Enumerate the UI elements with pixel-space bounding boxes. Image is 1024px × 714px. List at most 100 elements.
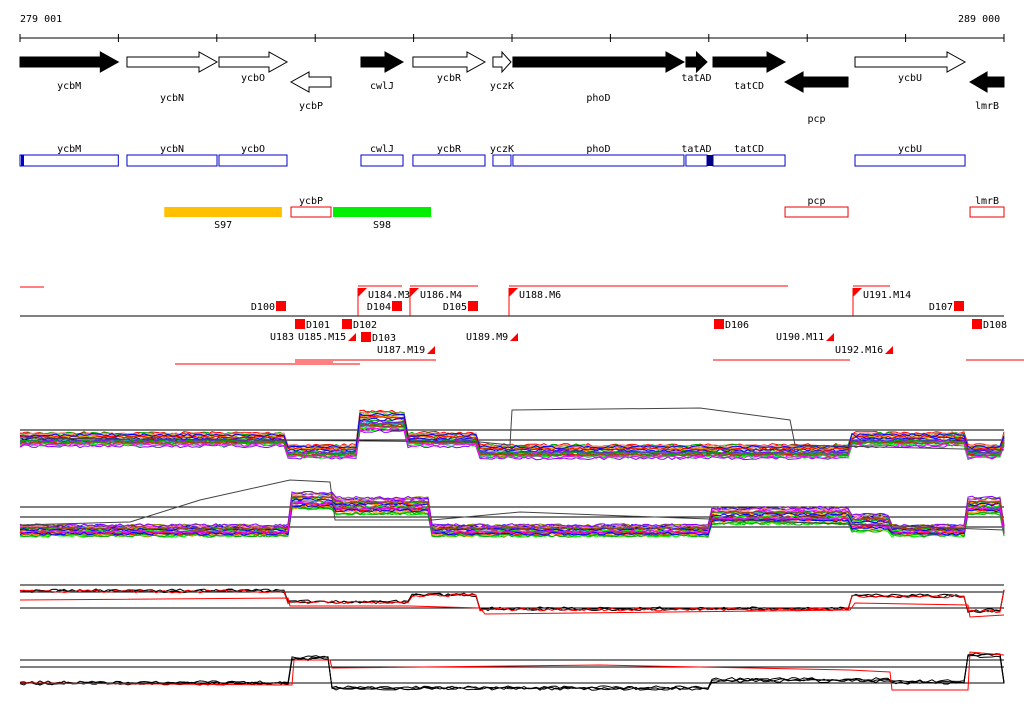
region-label-S97: S97 bbox=[214, 220, 232, 231]
feature-d101: D101 bbox=[306, 320, 330, 331]
gene-arrow-ycbO bbox=[218, 51, 289, 73]
profile2-highlight-series bbox=[19, 479, 1005, 531]
gene-label-ycbR: ycbR bbox=[437, 73, 462, 84]
feature-d108: D108 bbox=[983, 320, 1007, 331]
gene-arrow-ycbM bbox=[19, 51, 120, 73]
profile2-series bbox=[19, 493, 1005, 529]
ruler-end-label: 289 000 bbox=[958, 14, 1001, 25]
feature-d103-marker bbox=[361, 332, 371, 342]
feature-d101-marker bbox=[295, 319, 305, 329]
cds-label-ycbR: ycbR bbox=[437, 144, 462, 155]
gene-arrow-ycbU bbox=[854, 51, 967, 73]
feature-d108-marker bbox=[972, 319, 982, 329]
feature-u191-m14-marker bbox=[853, 288, 862, 297]
profile2-series bbox=[19, 502, 1005, 535]
ruler-start-label: 279 001 bbox=[20, 14, 63, 25]
feature-u187-m19: U187.M19 bbox=[377, 345, 425, 356]
feature-u188-m6: U188.M6 bbox=[519, 290, 561, 301]
feature-u192-m16-marker bbox=[885, 346, 893, 354]
gene-arrow-ycbP bbox=[289, 71, 332, 93]
feature-u188-m6-marker bbox=[509, 288, 518, 297]
profile3-highlight-series bbox=[19, 597, 1005, 618]
profile1-series bbox=[19, 420, 1005, 455]
profile4-series bbox=[19, 652, 1005, 690]
profile1-series bbox=[19, 429, 1005, 461]
gene-label-phoD: phoD bbox=[586, 93, 610, 104]
profile2-series bbox=[19, 495, 1005, 531]
region-S98 bbox=[333, 207, 432, 217]
gene-label-lmrB: lmrB bbox=[975, 101, 999, 112]
cds-label-phoD: phoD bbox=[586, 144, 610, 155]
cds-box-ycbU bbox=[854, 154, 966, 167]
feature-d106: D106 bbox=[725, 320, 749, 331]
feature-u186-m4: U186.M4 bbox=[420, 290, 462, 301]
profile1-series bbox=[19, 415, 1005, 452]
feature-u190-m11: U190.M11 bbox=[776, 332, 824, 343]
minus-label-ycbP: ycbP bbox=[299, 196, 323, 207]
cds-box-cwlJ bbox=[360, 154, 404, 167]
gene-arrow-ycbN bbox=[126, 51, 219, 73]
profile4-highlight-series bbox=[19, 651, 1005, 691]
minus-box-ycbP bbox=[290, 206, 332, 218]
gene-label-ycbO: ycbO bbox=[241, 73, 265, 84]
feature-u184-m3: U184.M3 bbox=[368, 290, 410, 301]
feature-u185-m15-marker bbox=[348, 333, 356, 341]
feature-d100-marker bbox=[276, 301, 286, 311]
cds-label-ycbM: ycbM bbox=[57, 144, 81, 155]
profile3-series bbox=[19, 589, 1005, 614]
cds-box-phoD bbox=[512, 154, 685, 167]
gene-arrow-yczK bbox=[492, 50, 512, 74]
gene-arrow-phoD bbox=[512, 51, 686, 73]
feature-d105-marker bbox=[468, 301, 478, 311]
profile2-series bbox=[19, 495, 1005, 531]
profile1-series bbox=[19, 411, 1005, 449]
gene-label-ycbN: ycbN bbox=[160, 93, 184, 104]
profile1-series bbox=[19, 422, 1005, 456]
feature-d105: D105 bbox=[443, 302, 467, 313]
gene-arrow-ycbR bbox=[412, 51, 487, 73]
feature-d107-marker bbox=[954, 301, 964, 311]
gene-label-ycbM: ycbM bbox=[57, 81, 81, 92]
minus-label-pcp: pcp bbox=[807, 196, 825, 207]
gene-label-ycbU: ycbU bbox=[898, 73, 922, 84]
minus-box-pcp bbox=[784, 206, 849, 218]
profile2-series bbox=[19, 490, 1005, 528]
gene-arrow-pcp bbox=[784, 71, 849, 93]
feature-d104-marker bbox=[392, 301, 402, 311]
cds-box-ycbM bbox=[19, 154, 119, 167]
feature-u190-m11-marker bbox=[826, 333, 834, 341]
cds-box-yczK bbox=[492, 154, 512, 167]
feature-d104: D104 bbox=[367, 302, 391, 313]
feature-u189-m9-marker bbox=[510, 333, 518, 341]
feature-d100: D100 bbox=[251, 302, 275, 313]
feature-u192-m16: U192.M16 bbox=[835, 345, 883, 356]
cds-label-tatCD: tatCD bbox=[734, 144, 764, 155]
cds-label-ycbU: ycbU bbox=[898, 144, 922, 155]
profile1-series bbox=[19, 427, 1005, 459]
gene-label-tatAD: tatAD bbox=[681, 73, 711, 84]
region-S97 bbox=[164, 207, 282, 217]
region-label-S98: S98 bbox=[373, 220, 391, 231]
gene-arrow-tatAD bbox=[685, 50, 708, 74]
gene-label-pcp: pcp bbox=[807, 114, 825, 125]
gene-label-ycbP: ycbP bbox=[299, 101, 323, 112]
cds-label-ycbN: ycbN bbox=[160, 144, 184, 155]
feature-d102-marker bbox=[342, 319, 352, 329]
feature-u185-m15: U185.M15 bbox=[298, 332, 346, 343]
profile2-series bbox=[19, 501, 1005, 535]
profile4-series bbox=[19, 654, 1005, 691]
cds-box-tatAD bbox=[685, 154, 708, 167]
gene-arrow-lmrB bbox=[969, 71, 1005, 93]
feature-d102: D102 bbox=[353, 320, 377, 331]
feature-u187-m19-marker bbox=[427, 346, 435, 354]
feature-u186-m4-marker bbox=[410, 288, 419, 297]
cds-label-ycbO: ycbO bbox=[241, 144, 265, 155]
cds-box-ycbO bbox=[218, 154, 288, 167]
cds-marker bbox=[21, 155, 24, 166]
cds-label-tatAD: tatAD bbox=[681, 144, 711, 155]
feature-u183: U183 bbox=[270, 332, 294, 343]
profile1-highlight-series bbox=[19, 407, 1005, 451]
feature-u184-m3-marker bbox=[358, 288, 367, 297]
gene-label-cwlJ: cwlJ bbox=[370, 81, 394, 92]
